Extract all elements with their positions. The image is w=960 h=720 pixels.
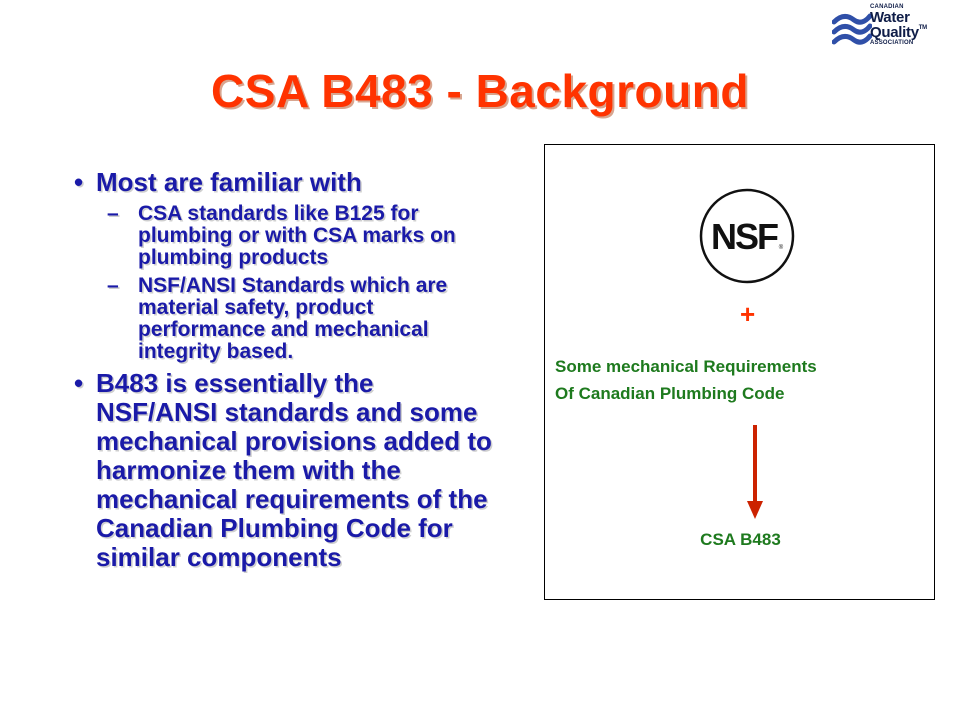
bullet-list: • Most are familiar with – CSA standards…: [58, 168, 498, 578]
diagram-box: NSF ® + Some mechanical Requirements Of …: [544, 144, 935, 600]
nsf-registered-mark: ®: [779, 244, 784, 251]
bullet-marker: •: [74, 368, 84, 398]
bullet-item: • B483 is essentially the NSF/ANSI stand…: [58, 369, 498, 572]
cwqa-logo: CANADIAN Water QualityTM ASSOCIATION: [832, 2, 956, 60]
result-label: CSA B483: [700, 530, 781, 549]
bullet-marker: •: [74, 167, 84, 197]
dash-marker: –: [107, 274, 119, 297]
sub-bullet-item: – CSA standards like B125 for plumbing o…: [58, 203, 498, 269]
logo-wordmark: CANADIAN Water QualityTM ASSOCIATION: [870, 4, 927, 46]
mechanical-requirements-text: Some mechanical Requirements Of Canadian…: [555, 357, 817, 403]
plus-sign: +: [740, 299, 756, 329]
water-wave-icon: [832, 13, 872, 45]
bullet-text: Most are familiar with: [96, 167, 362, 197]
down-arrow-icon: [747, 425, 763, 519]
bullet-text: B483 is essentially the NSF/ANSI standar…: [96, 368, 492, 572]
sub-bullet-text: CSA standards like B125 for plumbing or …: [138, 202, 456, 269]
nsf-logo-text: NSF: [711, 216, 778, 257]
sub-bullet-item: – NSF/ANSI Standards which are material …: [58, 275, 498, 363]
sub-bullet-text: NSF/ANSI Standards which are material sa…: [138, 274, 448, 363]
bullet-item: • Most are familiar with: [58, 168, 498, 197]
nsf-logo: NSF ®: [699, 188, 795, 284]
dash-marker: –: [107, 202, 119, 225]
slide-title: CSA B483 - Background: [211, 65, 749, 117]
